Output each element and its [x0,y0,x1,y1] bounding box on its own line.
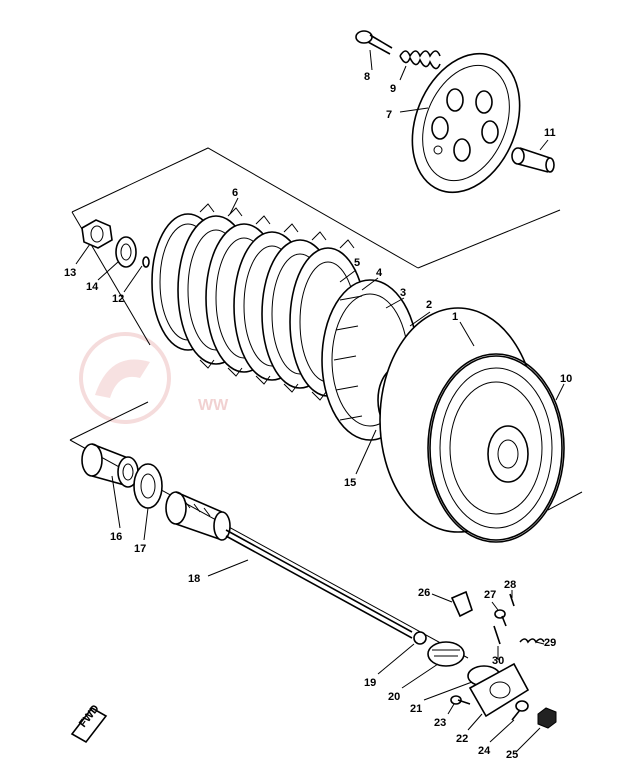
label-19: 19 [364,677,376,689]
label-14: 14 [86,281,99,293]
part-25-nut [537,707,557,729]
label-21: 21 [410,703,422,715]
watermark-text-2: WW [198,397,229,414]
label-25: 25 [506,749,518,761]
label-11: 11 [544,127,556,139]
label-28: 28 [504,579,516,591]
label-1: 1 [452,311,458,323]
part-20-pinion-gear [427,641,465,667]
part-8-bolt [355,30,393,55]
front-direction-marker: FWD [70,703,108,744]
part-27-bolt [494,609,507,627]
splined-collar [165,491,231,541]
label-16: 16 [110,531,122,543]
part-18-push-rod [225,529,413,639]
part-16-bushing [81,443,139,488]
part-26-clamp [450,590,473,618]
label-17: 17 [134,543,146,555]
label-4: 4 [376,267,383,279]
label-12: 12 [112,293,124,305]
part-19-ball [413,631,427,645]
label-24: 24 [478,745,491,757]
label-6: 6 [232,187,238,199]
label-3: 3 [400,287,406,299]
label-30: 30 [492,655,504,667]
housing-hub [487,425,529,483]
part-14-washer [115,236,137,268]
part-10-o-ring [427,353,565,543]
label-27: 27 [484,589,496,601]
part-11-push-rod [511,147,555,173]
leader-lines [75,49,565,753]
label-9: 9 [390,83,396,95]
part-1-clutch-housing [379,307,563,541]
part-22-cover [468,662,530,718]
label-26: 26 [418,587,430,599]
label-5: 5 [354,257,360,269]
label-8: 8 [364,71,370,83]
label-22: 22 [456,733,468,745]
label-7: 7 [386,109,392,121]
part-labels: 1 2 3 4 5 6 7 8 9 10 11 12 13 14 15 16 1… [64,71,572,761]
part-13-nut [81,219,113,249]
label-20: 20 [388,691,400,703]
part-7-pressure-plate [411,52,521,194]
label-2: 2 [426,299,432,311]
part-30-adjuster [493,625,501,645]
part-23-screw [450,695,471,705]
part-9-spring [399,50,441,70]
label-15: 15 [344,477,356,489]
label-18: 18 [188,573,200,585]
part-29-spring [519,638,545,644]
part-12-lock-washer [142,256,150,268]
part-28-pin [509,593,515,607]
part-17-thrust-washer [133,463,163,509]
part-24-screw [511,700,529,721]
label-13: 13 [64,267,76,279]
label-23: 23 [434,717,446,729]
label-29: 29 [544,637,556,649]
label-10: 10 [560,373,572,385]
